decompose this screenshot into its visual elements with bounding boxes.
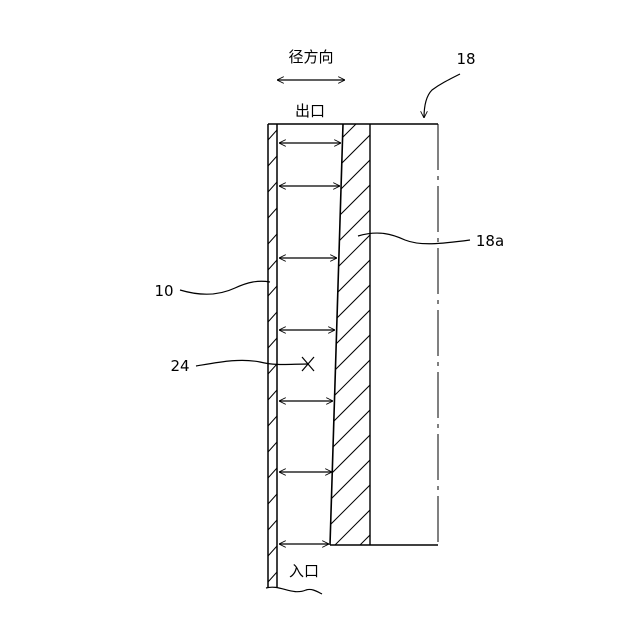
inlet-label: 入口 <box>289 562 319 580</box>
numeral-24: 24 <box>170 357 189 375</box>
callout-18a: 18a <box>358 232 504 250</box>
wall-10 <box>266 124 322 594</box>
wall-10-hatching <box>268 130 277 582</box>
part-18a-hatching <box>320 100 380 610</box>
part-18a-inner-edge <box>330 124 343 545</box>
leader-18 <box>424 74 460 118</box>
callout-18: 18 <box>424 50 476 118</box>
tapered-part-18a <box>320 100 380 610</box>
numeral-18: 18 <box>456 50 475 68</box>
callout-10: 10 <box>154 281 270 300</box>
numeral-18a: 18a <box>476 232 504 250</box>
radial-direction-label: 径方向 <box>288 48 333 66</box>
leader-18a <box>358 233 470 244</box>
radial-direction-indicator: 径方向 <box>277 48 345 80</box>
leader-24 <box>196 360 308 366</box>
outlet-label: 出口 <box>295 102 325 120</box>
callout-24: 24 <box>170 357 314 375</box>
break-line <box>266 587 322 594</box>
numeral-10: 10 <box>154 282 173 300</box>
member-18 <box>277 124 438 545</box>
leader-10 <box>180 281 270 294</box>
